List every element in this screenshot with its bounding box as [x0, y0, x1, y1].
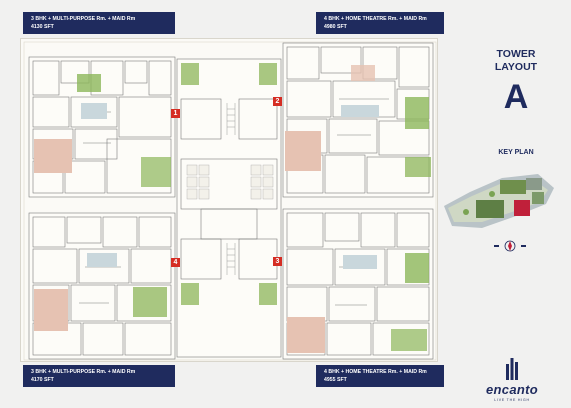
floor-plan-drawing	[23, 41, 437, 361]
garden-patch	[141, 157, 171, 187]
key-plan-map	[444, 174, 554, 228]
tower-layout-title: TOWER LAYOUT	[484, 48, 548, 74]
unit-area: 4170 SFT	[31, 377, 54, 384]
garden-patch	[77, 74, 101, 92]
title-line-2: LAYOUT	[494, 61, 538, 73]
unit-type: 4 BHK + HOME THEATRE Rm. + MAID Rm	[324, 16, 427, 22]
garden-patch	[405, 97, 429, 129]
tower-letter: A	[503, 78, 529, 116]
pink-room	[34, 139, 72, 173]
tree-icon	[463, 209, 469, 215]
pink-room	[34, 289, 68, 331]
stairs	[226, 103, 236, 275]
garden-patch	[181, 283, 199, 305]
unit-label-top-right: 4 BHK + HOME THEATRE Rm. + MAID Rm 4980 …	[316, 12, 444, 34]
pink-room	[351, 65, 375, 81]
garden-patch	[405, 253, 429, 283]
furniture	[81, 103, 107, 119]
central-core	[176, 58, 282, 358]
unit-badge-1: 1	[171, 109, 180, 118]
garden-patch	[181, 63, 199, 85]
unit-badge-4: 4	[171, 258, 180, 267]
unit-badge-3: 3	[273, 257, 282, 266]
unit-type: 3 BHK + MULTI-PURPOSE Rm. + MAID Rm	[31, 369, 136, 375]
furniture	[343, 255, 377, 269]
unit-type: 3 BHK + MULTI-PURPOSE Rm. + MAID Rm	[31, 16, 136, 22]
tower-block	[526, 178, 542, 190]
title-line-1: TOWER	[496, 48, 536, 60]
tree-icon	[489, 191, 495, 197]
unit-label-top-left: 3 BHK + MULTI-PURPOSE Rm. + MAID Rm 4130…	[23, 12, 175, 34]
tower-block	[476, 200, 504, 218]
furniture	[87, 253, 117, 267]
pink-room	[287, 317, 325, 353]
unit-label-bottom-left: 3 BHK + MULTI-PURPOSE Rm. + MAID Rm 4170…	[23, 365, 175, 387]
pink-room	[285, 131, 321, 171]
garden-patch	[133, 287, 167, 317]
tower-block	[500, 180, 526, 194]
lift-lobby	[186, 164, 274, 200]
building-logo-icon	[506, 358, 518, 380]
unit-type: 4 BHK + HOME THEATRE Rm. + MAID Rm	[324, 369, 427, 375]
compass-icon	[494, 240, 526, 252]
garden-patch	[391, 329, 427, 351]
unit-area: 4980 SFT	[324, 24, 347, 31]
floor-plan	[20, 38, 438, 362]
tower-block	[532, 192, 544, 204]
unit-area: 4130 SFT	[31, 24, 54, 31]
garden-patch	[405, 157, 431, 177]
unit-label-bottom-right: 4 BHK + HOME THEATRE Rm. + MAID Rm 4955 …	[316, 365, 444, 387]
tower-a-highlight	[514, 200, 530, 216]
brand-tagline: LIVE THE HIGH	[494, 398, 530, 402]
garden-patch	[259, 63, 277, 85]
furniture	[341, 105, 379, 117]
unit-badge-2: 2	[273, 97, 282, 106]
unit-area: 4955 SFT	[324, 377, 347, 384]
apartment-bottom-left	[28, 212, 176, 360]
key-plan-label: KEY PLAN	[498, 149, 534, 156]
brand-name: encanto	[486, 382, 538, 397]
garden-patch	[259, 283, 277, 305]
